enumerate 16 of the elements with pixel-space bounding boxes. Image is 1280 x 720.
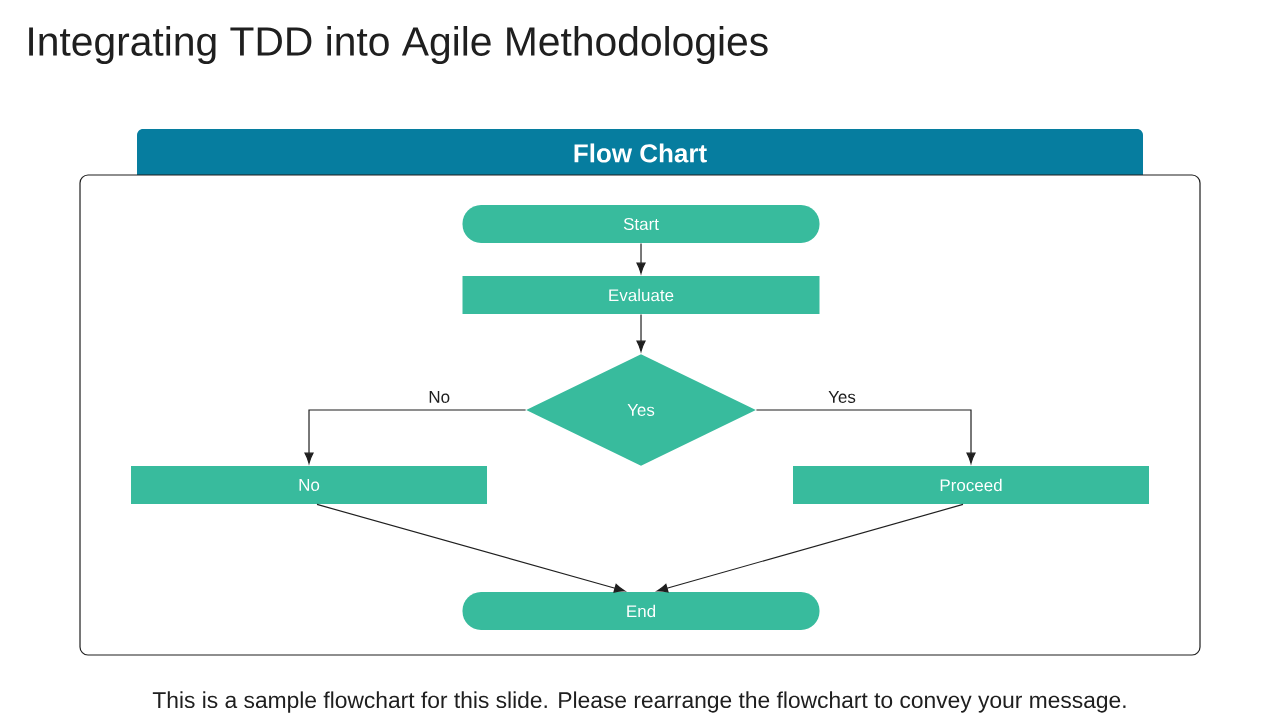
edge-label: Yes xyxy=(825,388,859,406)
process-box: Proceed xyxy=(793,466,1149,504)
arrow xyxy=(636,242,646,274)
rounded-box: Start xyxy=(462,205,820,243)
arrow xyxy=(636,313,646,352)
process-box: Evaluate xyxy=(462,276,820,314)
title: Integrating TDD into Agile Methodologies xyxy=(29,26,768,65)
process-box: No xyxy=(131,466,487,504)
edge-label: No xyxy=(425,388,454,406)
caption: This is a sample flowchart for this slide. Please rearrange the flowchart to convey your message. xyxy=(152,691,1126,713)
node-label: Flow Chart xyxy=(574,143,707,163)
arrow xyxy=(304,409,527,464)
arrow xyxy=(316,503,626,593)
arrow xyxy=(656,503,964,593)
arrow xyxy=(755,409,976,464)
rounded-box: End xyxy=(462,592,820,630)
